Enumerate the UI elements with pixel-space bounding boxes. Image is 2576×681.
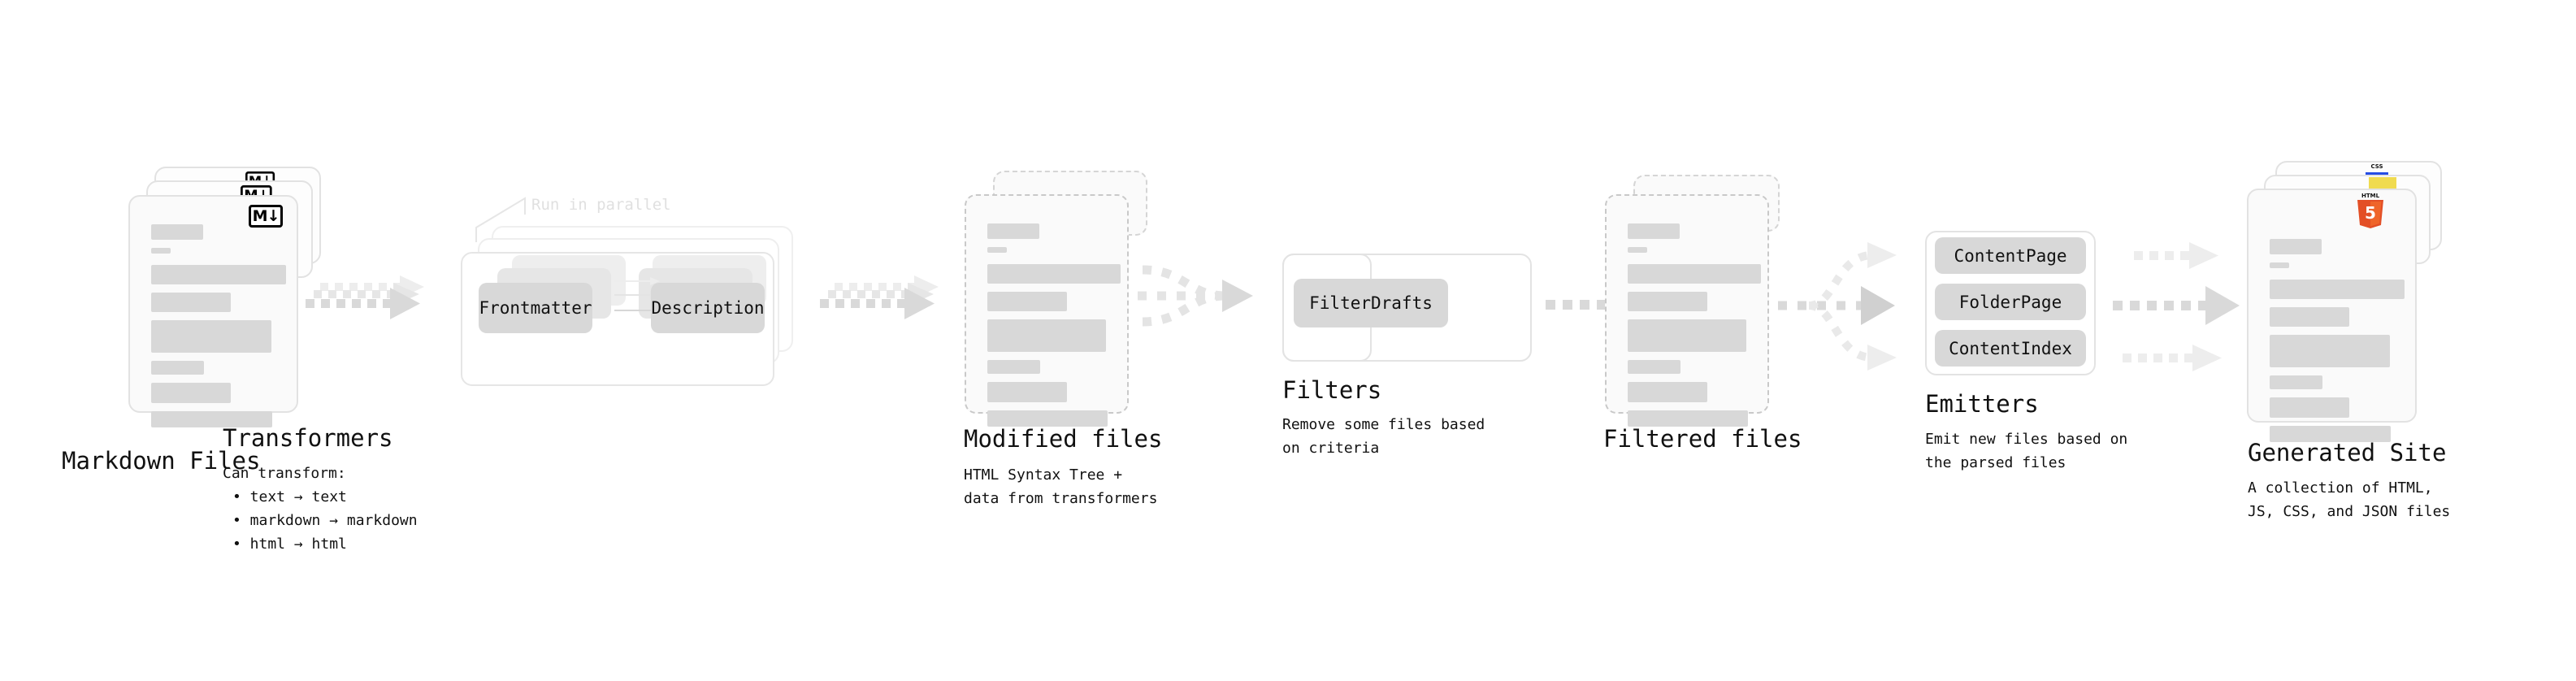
transformer-chip-frontmatter[interactable]: Frontmatter [479, 283, 592, 333]
stage-subtitle-generated-site: A collection of HTML, JS, CSS, and JSON … [2248, 476, 2450, 523]
arrow-modified-to-filters [1138, 260, 1292, 341]
stage-title-generated-site: Generated Site [2248, 439, 2447, 466]
stage-title-emitters: Emitters [1925, 390, 2039, 418]
emitters-sub-line-0: Emit new files based on [1925, 431, 2128, 448]
markdown-file-front [128, 195, 298, 427]
markdown-badge-front: M↓ [249, 205, 283, 228]
emitters-sub-line-1: the parsed files [1925, 454, 2066, 472]
filters-sub-line-0: Remove some files based [1282, 416, 1485, 433]
stage-title-modified-files: Modified files [964, 425, 1163, 453]
css-badge-bar [2366, 172, 2388, 176]
run-in-parallel-bracket [475, 192, 580, 249]
transformers-sub-item-1: • markdown → markdown [232, 512, 418, 530]
arrow-markdown-to-transformers [302, 268, 440, 333]
site-sub-line-0: A collection of HTML, [2248, 479, 2433, 497]
arrow-emitters-to-site [2105, 236, 2267, 382]
stage-subtitle-transformers: Can transform: • text → text • markdown … [223, 462, 418, 557]
modified-file-front [965, 194, 1129, 427]
stage-subtitle-emitters: Emit new files based on the parsed files [1925, 427, 2127, 475]
html5-badge: HTML 5 [2354, 191, 2387, 228]
stage-title-filters: Filters [1282, 376, 1382, 404]
transformers-sub-item-2: • html → html [232, 536, 347, 553]
emitter-chip-contentindex[interactable]: ContentIndex [1935, 330, 2086, 367]
filtered-file-content [1628, 223, 1761, 435]
run-in-parallel-label: Run in parallel [531, 196, 671, 214]
js-badge [2369, 177, 2396, 190]
stage-title-transformers: Transformers [223, 424, 393, 452]
transformers-sub-lead: Can transform: [223, 465, 346, 482]
filters-box-overlay [1282, 254, 1532, 362]
filter-chip-filterdrafts[interactable]: FilterDrafts [1294, 279, 1448, 327]
transformer-chip-description[interactable]: Description [651, 283, 765, 333]
generated-file-front [2247, 189, 2417, 442]
stage-subtitle-filters: Remove some files based on criteria [1282, 413, 1485, 460]
stage-title-markdown-files: Markdown Files [62, 447, 261, 475]
modified-sub-line-0: HTML Syntax Tree + [964, 466, 1123, 484]
emitter-chip-folderpage[interactable]: FolderPage [1935, 284, 2086, 320]
stage-title-filtered-files: Filtered files [1603, 425, 1802, 453]
site-sub-line-1: JS, CSS, and JSON files [2248, 503, 2451, 521]
generated-file-content [2270, 239, 2405, 450]
emitter-chip-contentpage[interactable]: ContentPage [1935, 237, 2086, 274]
stage-subtitle-modified-files: HTML Syntax Tree + data from transformer… [964, 463, 1157, 510]
svg-text:HTML: HTML [2361, 193, 2380, 199]
filtered-file-front [1605, 194, 1769, 427]
arrow-transformers-to-modified [817, 268, 955, 333]
filters-sub-line-1: on criteria [1282, 440, 1380, 458]
transformers-sub-item-0: • text → text [232, 488, 347, 506]
modified-file-content [987, 223, 1121, 435]
modified-sub-line-1: data from transformers [964, 490, 1158, 508]
css-badge: CSS [2366, 163, 2388, 176]
arrow-filtered-to-emitters [1776, 236, 1939, 382]
css-badge-label: CSS [2370, 163, 2383, 170]
markdown-file-content [151, 224, 286, 436]
svg-text:5: 5 [2365, 203, 2376, 223]
